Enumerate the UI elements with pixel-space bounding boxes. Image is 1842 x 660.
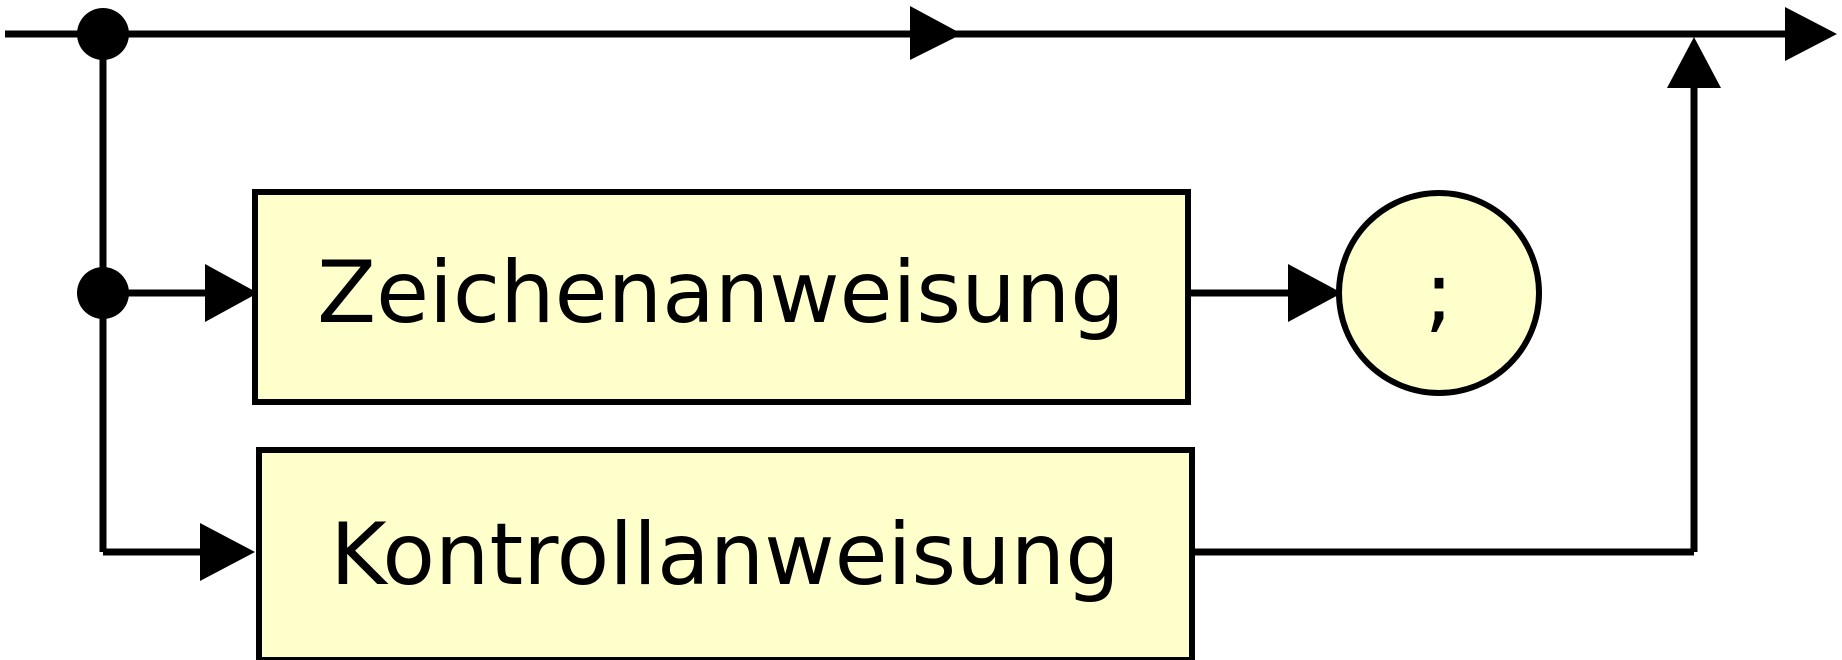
arrow-to-kontrollanweisung-icon <box>200 523 255 581</box>
kontrollanweisung-label: Kontrollanweisung <box>330 505 1120 605</box>
zeichenanweisung-box <box>252 189 1191 405</box>
arrow-to-zeichenanweisung-icon <box>205 264 258 322</box>
arrow-to-semicolon-icon <box>1288 264 1342 322</box>
semicolon-label: ; <box>1425 243 1454 343</box>
end-arrow-icon <box>1785 7 1837 61</box>
top-junction-dot <box>77 8 129 60</box>
top-mid-arrow-icon <box>910 6 962 60</box>
zeichenanweisung-label: Zeichenanweisung <box>317 243 1125 343</box>
return-up-arrow-icon <box>1667 37 1721 88</box>
semicolon-terminal <box>1336 190 1542 396</box>
